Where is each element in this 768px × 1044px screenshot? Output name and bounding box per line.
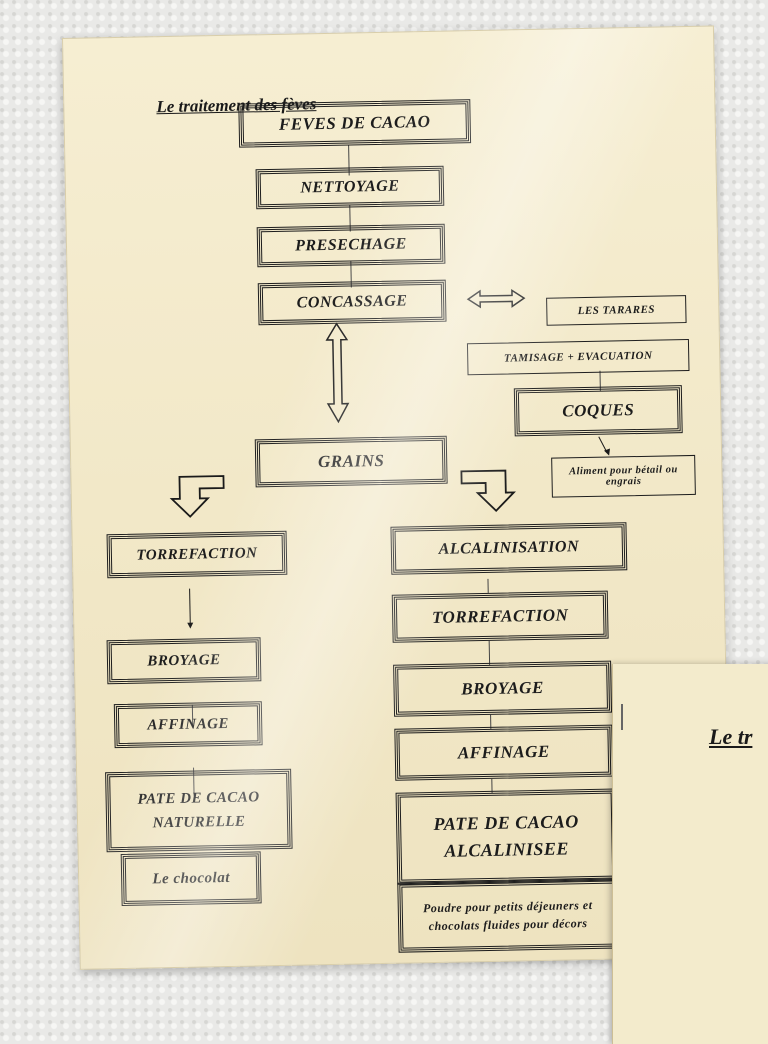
box-presechage: PRESECHAGE [256,223,446,268]
box-pate-alcalinisee: PATE DE CACAO ALCALINISEE [395,788,618,885]
box-affinage-right: AFFINAGE [394,724,614,781]
staple [621,704,623,730]
box-broyage-left: BROYAGE [106,637,262,685]
second-sheet-title: Le tr [709,724,753,749]
bent-arrow-right-icon [460,469,516,513]
box-les-tarares: LES TARARES [546,295,687,326]
box-torrefaction-left: TORREFACTION [106,530,288,579]
box-nettoyage: NETTOYAGE [255,165,445,210]
box-affinage-left: AFFINAGE [113,701,263,749]
double-arrow-vertical-icon [325,322,350,424]
double-arrow-horizontal-icon [466,289,526,309]
arrows-layer [169,289,610,629]
box-pate-naturelle: PATE DE CACAO NATURELLE [105,768,293,853]
box-torrefaction-right: TORREFACTION [391,590,609,643]
box-poudre: Poudre pour petits déjeuners et chocolat… [397,878,619,953]
box-le-chocolat: Le chocolat [120,851,262,907]
second-sheet: Le tr [612,664,768,1044]
box-broyage-right: BROYAGE [393,660,613,717]
box-feves-de-cacao: FEVES DE CACAO [238,98,472,148]
box-tamisage-evacuation: TAMISAGE + EVACUATION [466,339,690,376]
box-coques: COQUES [513,385,683,437]
box-concassage: CONCASSAGE [257,279,447,326]
flowchart-sheet: Le traitement des fèves [62,25,732,970]
box-alcalinisation: ALCALINISATION [390,522,628,575]
box-aliment: Aliment pour bétail ou engrais [551,454,696,498]
bent-arrow-left-icon [169,475,225,518]
arrow-diagonal-icon [598,436,610,456]
box-grains: GRAINS [254,435,448,488]
arrow-down-icon [187,588,194,629]
